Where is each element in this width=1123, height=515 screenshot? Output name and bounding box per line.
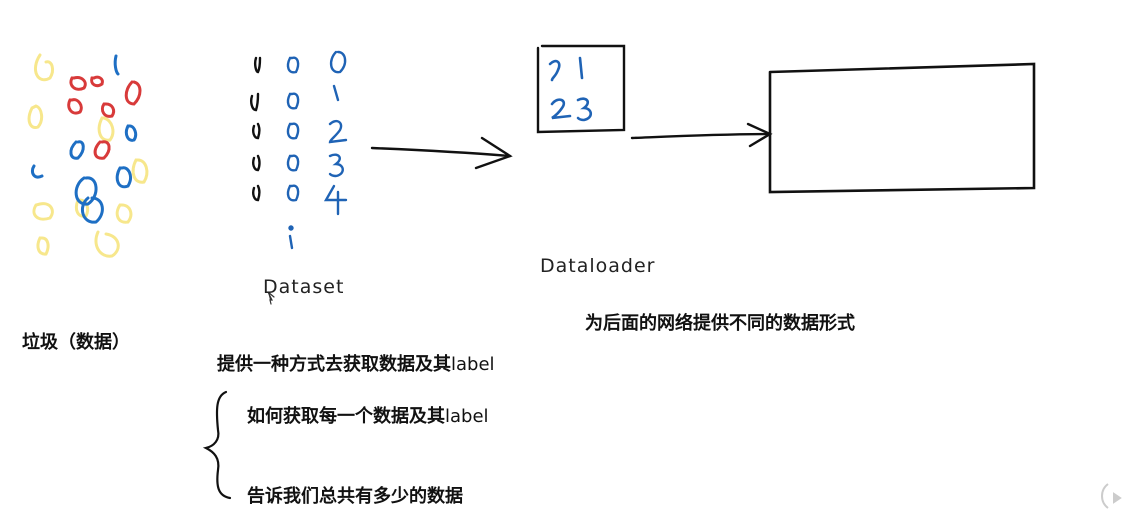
dataloader-batch-values bbox=[548, 56, 593, 122]
red-blob bbox=[90, 75, 104, 88]
network-formats-caption: 为后面的网络提供不同的数据形式 bbox=[585, 313, 855, 334]
corner-logo-icon bbox=[1101, 483, 1122, 509]
yellow-blob bbox=[27, 104, 44, 130]
yellow-blob bbox=[115, 203, 133, 224]
red-blob bbox=[93, 140, 111, 160]
dataset-purpose-caption: 提供一种方式去获取数据及其label bbox=[217, 350, 495, 376]
dataset-purpose-text: 提供一种方式去获取数据及其 bbox=[217, 354, 451, 375]
blue-blob bbox=[113, 54, 120, 76]
dataloader-batch-box bbox=[536, 44, 626, 134]
blue-blob bbox=[80, 196, 104, 224]
yellow-blob bbox=[131, 158, 149, 184]
blue-blob bbox=[74, 176, 98, 206]
blue-blob bbox=[30, 164, 44, 179]
yellow-blob bbox=[34, 53, 55, 82]
arrow-dataset-to-dataloader bbox=[370, 136, 513, 170]
cursor-icon bbox=[267, 291, 275, 305]
red-blob bbox=[67, 98, 83, 115]
dataloader-label: Dataloader bbox=[540, 255, 656, 277]
yellow-blob bbox=[32, 202, 54, 221]
network-box bbox=[768, 62, 1036, 194]
dataset-purpose-label-word: label bbox=[451, 354, 495, 375]
garbage-data-scatter bbox=[27, 53, 149, 258]
arrow-dataloader-to-network bbox=[630, 122, 773, 148]
yellow-blob bbox=[94, 230, 120, 258]
get-each-sample-caption: 如何获取每一个数据及其label bbox=[247, 402, 489, 428]
dataset-label: Dataset bbox=[263, 276, 345, 298]
dataset-size-caption: 告诉我们总共有多少的数据 bbox=[247, 486, 463, 507]
yellow-blob bbox=[74, 198, 90, 218]
get-each-sample-text: 如何获取每一个数据及其 bbox=[247, 406, 445, 427]
blue-blob bbox=[69, 140, 85, 160]
blue-blob bbox=[124, 124, 138, 142]
get-each-sample-label-word: label bbox=[445, 406, 489, 427]
red-blob bbox=[69, 76, 87, 91]
dataset-label-column bbox=[286, 50, 348, 250]
red-blob bbox=[100, 102, 116, 118]
red-blob bbox=[124, 80, 142, 106]
yellow-blob bbox=[36, 236, 50, 256]
curly-brace bbox=[202, 390, 232, 500]
dataset-sample-column bbox=[250, 56, 262, 202]
yellow-blob bbox=[97, 116, 115, 142]
garbage-data-caption: 垃圾（数据） bbox=[22, 332, 130, 353]
blue-blob bbox=[115, 166, 132, 189]
